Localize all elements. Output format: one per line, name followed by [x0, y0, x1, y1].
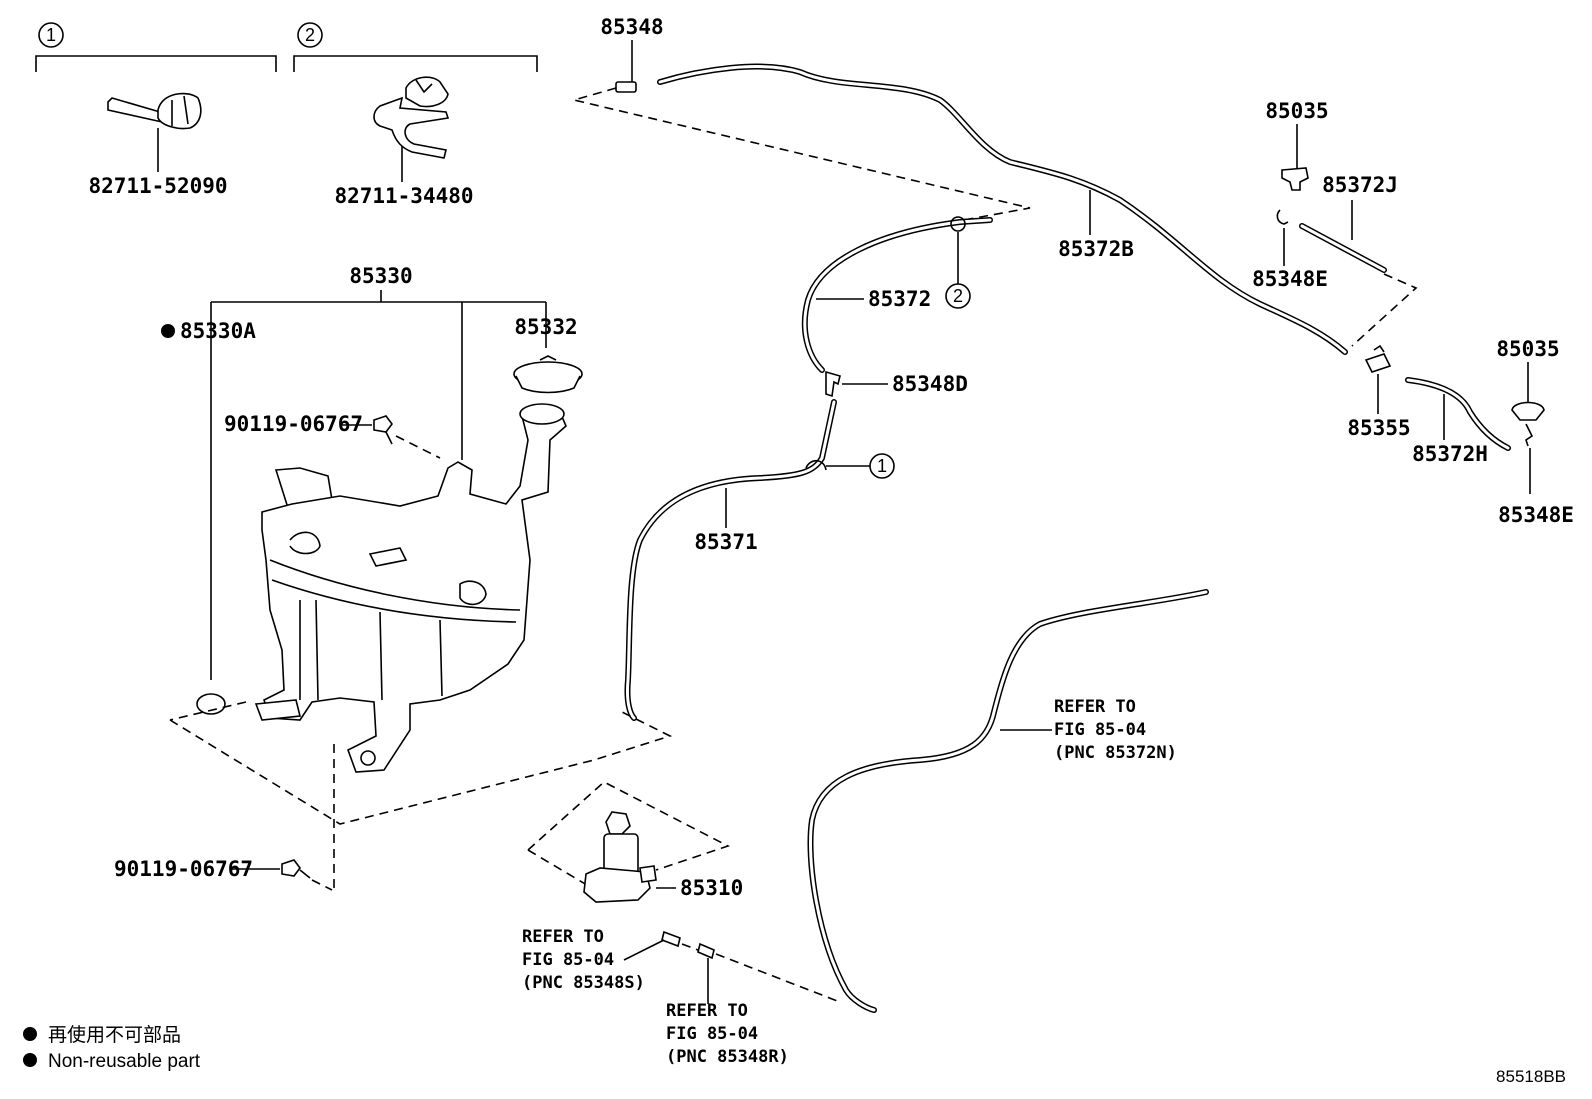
part-85330A: 85330A: [180, 319, 256, 343]
part-85372J: 85372J: [1322, 173, 1398, 197]
refer-note-85348S: REFER TO FIG 85-04 (PNC 85348S): [522, 927, 645, 993]
part-85310: 85310: [680, 876, 743, 900]
callout-2-hose: 2: [953, 286, 963, 306]
callout-1-hose: 1: [877, 456, 887, 476]
hose-85372J: [1299, 223, 1387, 273]
refer-85372N-line1: REFER TO: [1054, 697, 1136, 717]
part-85330: 85330: [349, 264, 412, 288]
bolt-90119-lower: [281, 859, 311, 879]
refer-85348S-line3: (PNC 85348S): [522, 973, 645, 993]
hose-85372: [801, 217, 993, 373]
part-85371: 85371: [694, 530, 757, 554]
clip-82711-52090-drawing: [107, 92, 202, 130]
refer-note-85372N: REFER TO FIG 85-04 (PNC 85372N): [1054, 697, 1177, 763]
nozzle-85035-upper: [1281, 167, 1309, 191]
hose-85371: [624, 399, 837, 721]
refer-85348R-line3: (PNC 85348R): [666, 1047, 789, 1067]
washer-pump-85310-drawing: [583, 811, 657, 903]
refer-85372N-line3: (PNC 85372N): [1054, 743, 1177, 763]
group-2-bracket: 2: [293, 22, 538, 72]
bolt-90119-upper: [373, 415, 393, 445]
part-85332: 85332: [514, 315, 577, 339]
part-85035-lower: 85035: [1496, 337, 1559, 361]
joint-85348-top: [615, 81, 637, 93]
hose-85372H: [1405, 377, 1511, 451]
refer-85372N-line2: FIG 85-04: [1054, 720, 1146, 740]
non-reusable-dot-85330A: [161, 324, 175, 338]
part-85348D: 85348D: [892, 372, 968, 396]
refer-85348S-line2: FIG 85-04: [522, 950, 614, 970]
figure-id: 85518BB: [1496, 1067, 1566, 1086]
clamp-1-marker: [805, 459, 827, 471]
part-82711-34480: 82711-34480: [334, 184, 473, 208]
part-90119-06767-upper: 90119-06767: [224, 412, 363, 436]
clamp-2-marker: [950, 216, 966, 232]
grommet-85330A: [196, 693, 226, 715]
part-85355: 85355: [1347, 416, 1410, 440]
nozzle-85035-lower: [1511, 401, 1545, 447]
part-85348E-upper: 85348E: [1252, 267, 1328, 291]
legend-dot-1: [23, 1027, 37, 1041]
hose-85372B: [657, 63, 1348, 355]
legend-dot-2: [23, 1053, 37, 1067]
part-85035-upper: 85035: [1265, 99, 1328, 123]
callout-1-top: 1: [46, 25, 56, 45]
part-90119-06767-lower: 90119-06767: [114, 857, 253, 881]
part-85372H: 85372H: [1412, 442, 1488, 466]
part-85372B: 85372B: [1058, 237, 1134, 261]
refer-note-85348R: REFER TO FIG 85-04 (PNC 85348R): [666, 1001, 789, 1067]
joint-85355: [1364, 344, 1392, 373]
refer-85348R-line2: FIG 85-04: [666, 1024, 758, 1044]
hose-85372N: [807, 589, 1209, 1013]
group-1-bracket: 1: [35, 22, 277, 72]
legend-en: Non-reusable part: [48, 1051, 201, 1072]
part-85372: 85372: [868, 287, 931, 311]
refer-85348S-line1: REFER TO: [522, 927, 604, 947]
callout-2-top: 2: [305, 25, 315, 45]
joint-85348E-upper: [1276, 209, 1289, 225]
part-82711-52090: 82711-52090: [88, 174, 227, 198]
refer-85348R-line1: REFER TO: [666, 1001, 748, 1021]
part-85348E-lower: 85348E: [1498, 503, 1574, 527]
cap-85332-drawing: [513, 355, 583, 394]
clip-82711-34480-drawing: [373, 76, 450, 159]
joint-85348D: [825, 370, 841, 398]
reservoir-tank-drawing: [254, 403, 567, 773]
joint-85348R: [697, 942, 715, 960]
legend-jp: 再使用不可部品: [48, 1024, 181, 1046]
joint-85348S: [661, 930, 681, 948]
part-85348-top: 85348: [600, 15, 663, 39]
